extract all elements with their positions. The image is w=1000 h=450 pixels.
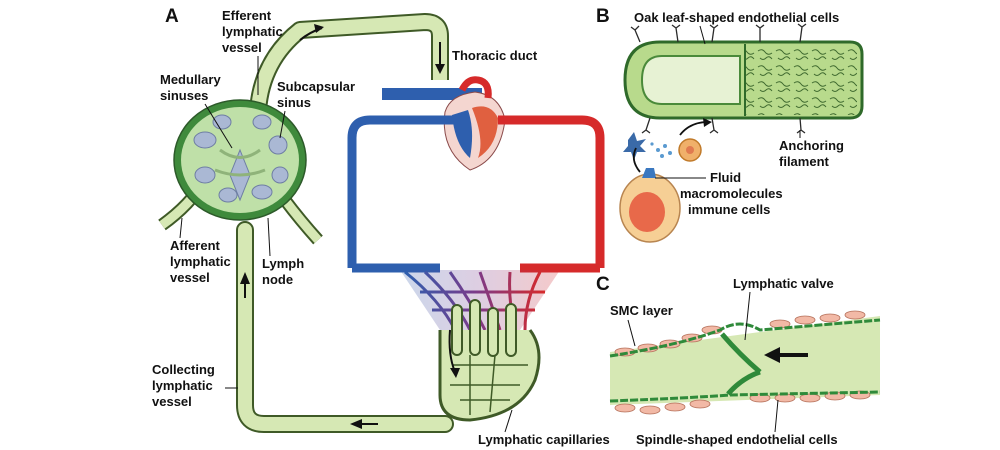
label-thoracic-duct: Thoracic duct	[452, 48, 538, 63]
panel-c: C Lymphatic valve SMC layer	[596, 274, 881, 447]
panel-c-letter: C	[596, 274, 610, 295]
label-spindle-cells: Spindle-shaped endothelial cells	[636, 432, 838, 447]
cell-with-fluid	[619, 168, 681, 243]
uptake-arrow	[632, 147, 641, 173]
endothelium-top	[609, 318, 881, 358]
dendritic-cell	[623, 132, 646, 160]
initial-lymphatic-vessel	[623, 40, 864, 120]
flow-arrow-up	[240, 272, 250, 284]
label-fluid: Fluid	[710, 170, 741, 185]
interstitial-cells	[619, 118, 712, 243]
label-subcapsular-2: sinus	[277, 95, 311, 110]
flow-arrow-left	[350, 419, 362, 429]
panel-a: A	[152, 6, 610, 447]
panel-b-letter: B	[596, 6, 610, 27]
label-subcapsular-1: Subcapsular	[277, 79, 355, 94]
label-lymph-1: Lymph	[262, 256, 304, 271]
panel-a-letter: A	[165, 6, 179, 27]
label-collecting-3: vessel	[152, 394, 192, 409]
anchoring-filaments	[630, 23, 807, 134]
panel-b: B	[596, 6, 864, 243]
label-lymphatic-capillaries: Lymphatic capillaries	[478, 432, 610, 447]
label-lymphatic-valve: Lymphatic valve	[733, 276, 834, 291]
lymph-node	[173, 99, 307, 221]
macromolecule-dots	[650, 142, 672, 158]
label-efferent-3: vessel	[222, 40, 262, 55]
heart	[382, 76, 506, 171]
label-immune-cells: immune cells	[688, 202, 770, 217]
label-afferent-3: vessel	[170, 270, 210, 285]
label-medullary-2: sinuses	[160, 88, 208, 103]
lymphatic-capillary-bed	[438, 299, 541, 422]
valve-leaflets	[720, 332, 762, 396]
label-lymph-2: node	[262, 272, 293, 287]
endothelium-bottom	[609, 390, 881, 403]
label-oak-leaf-cells: Oak leaf-shaped endothelial cells	[634, 10, 839, 25]
label-anchoring-2: filament	[779, 154, 830, 169]
label-efferent-2: lymphatic	[222, 24, 283, 39]
collecting-vessel-section	[609, 310, 881, 415]
blood-capillary-bed	[400, 270, 560, 331]
label-medullary-1: Medullary	[160, 72, 221, 87]
smc-layer	[614, 310, 871, 415]
label-afferent-1: Afferent	[170, 238, 221, 253]
label-afferent-2: lymphatic	[170, 254, 231, 269]
artery-loop	[498, 115, 605, 268]
label-smc-layer: SMC layer	[610, 303, 673, 318]
vein-loop	[347, 115, 455, 268]
label-macromolecules: macromolecules	[680, 186, 783, 201]
label-collecting-2: lymphatic	[152, 378, 213, 393]
label-efferent-1: Efferent	[222, 8, 272, 23]
label-anchoring-1: Anchoring	[779, 138, 844, 153]
label-collecting-1: Collecting	[152, 362, 215, 377]
